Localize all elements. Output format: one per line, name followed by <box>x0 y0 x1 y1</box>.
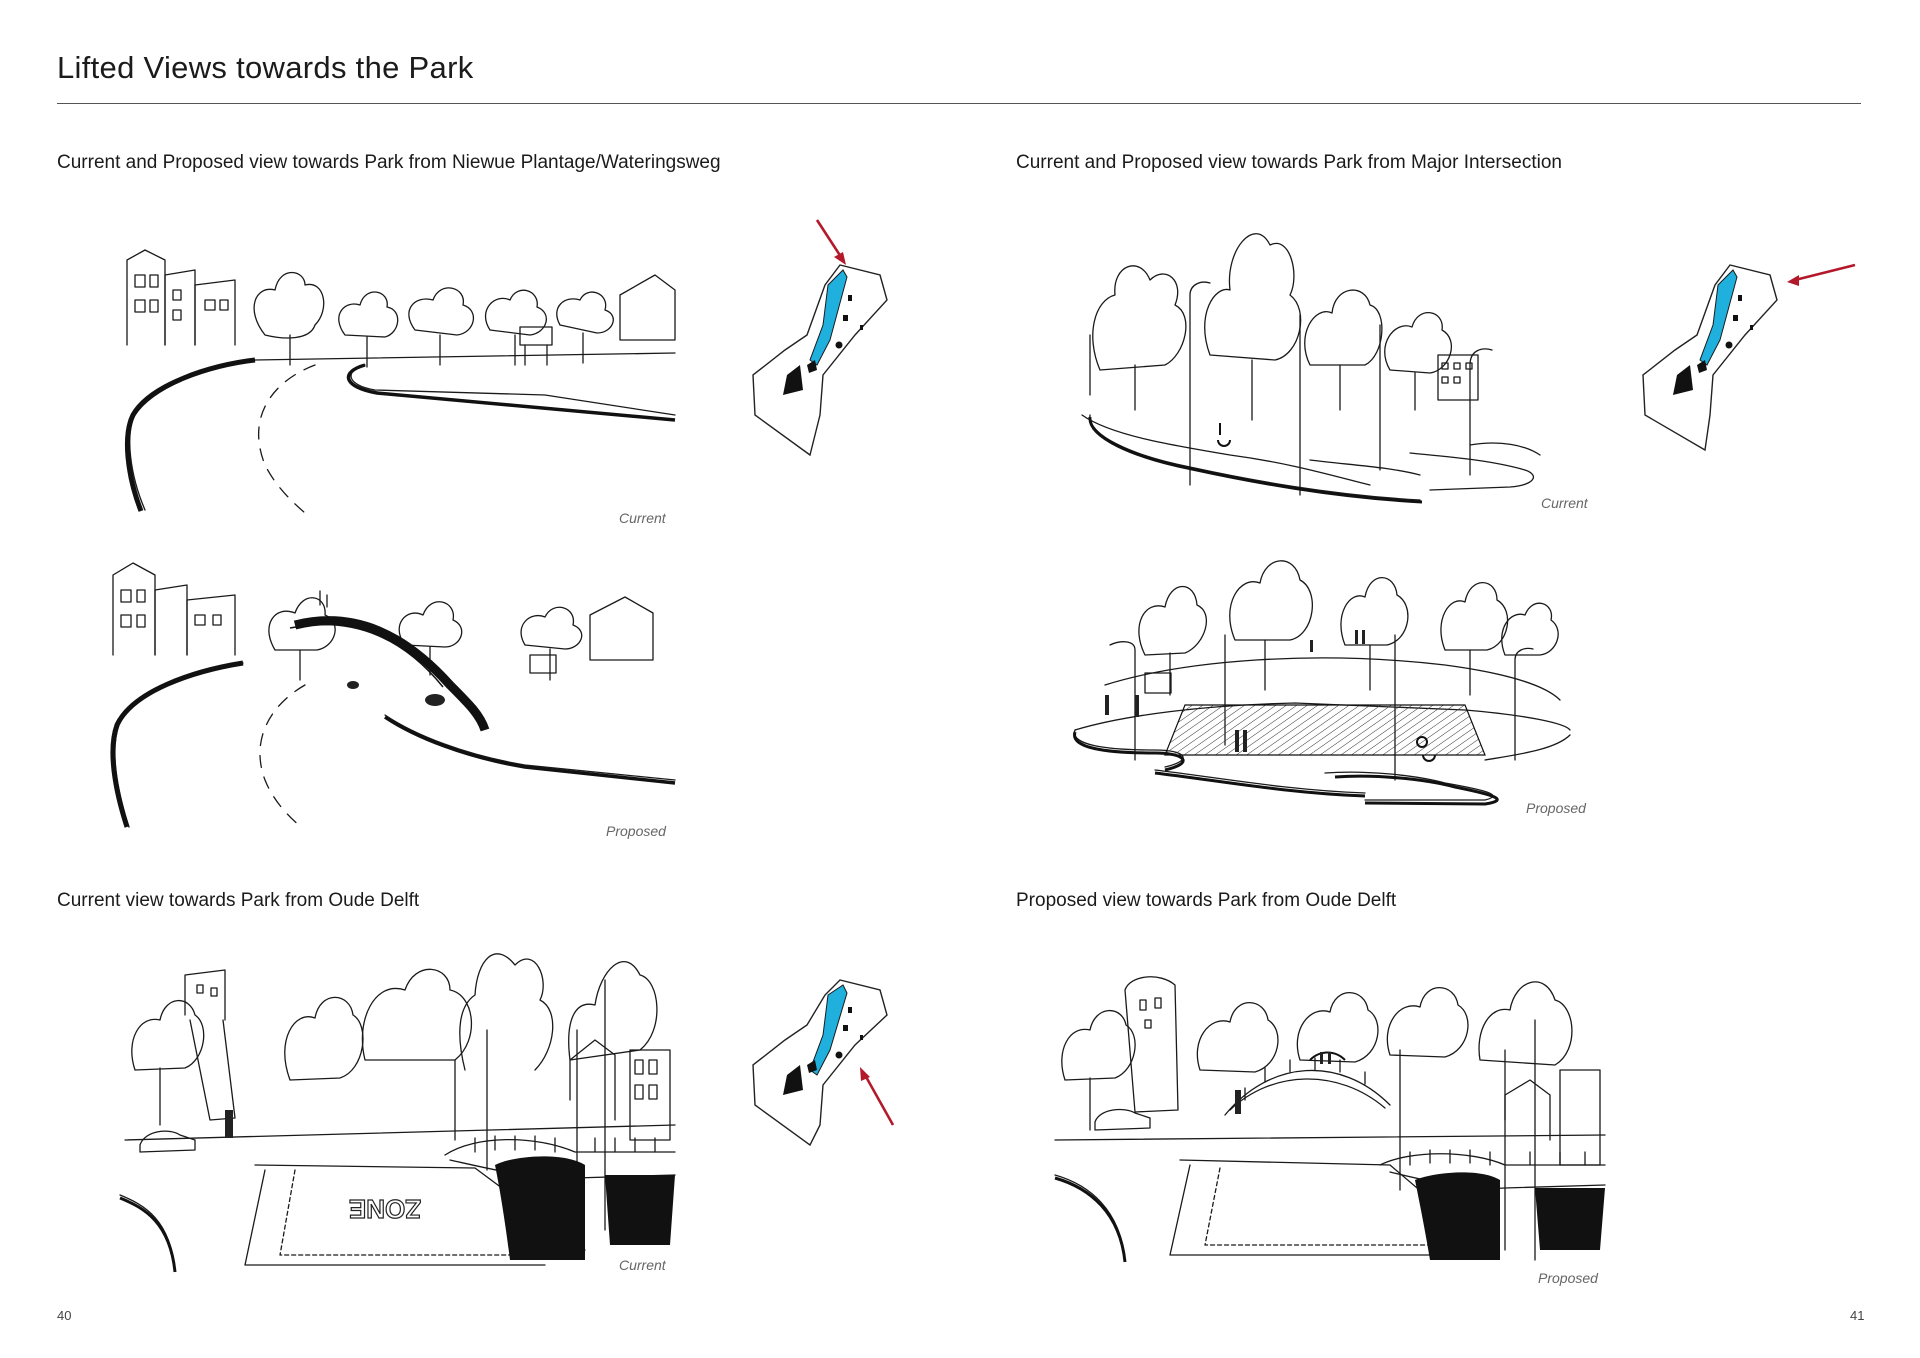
sketch-niewue-current <box>124 249 676 514</box>
caption-oude-delft-proposed: Proposed <box>1538 1270 1598 1286</box>
caption-intersection-proposed: Proposed <box>1526 800 1586 816</box>
sketch-intersection-proposed <box>1073 560 1571 806</box>
page-number-left: 40 <box>57 1308 72 1323</box>
title-rule <box>57 103 1861 104</box>
page-title: Lifted Views towards the Park <box>57 50 474 85</box>
caption-intersection-current: Current <box>1541 495 1588 511</box>
sketch-oude-delft-proposed <box>1054 976 1606 1263</box>
road-marking-zone: ZONE <box>349 1194 421 1224</box>
caption-niewue-current: Current <box>619 510 666 526</box>
sketch-niewue-proposed <box>110 562 676 828</box>
caption-oude-delft-current: Current <box>619 1257 666 1273</box>
section-title-niewue-plantage: Current and Proposed view towards Park f… <box>57 152 721 173</box>
sketch-intersection-current <box>1081 233 1541 504</box>
keymap-niewue <box>752 219 888 457</box>
page-number-right: 41 <box>1850 1308 1865 1323</box>
caption-niewue-proposed: Proposed <box>606 823 666 839</box>
keymap-oude-delft <box>752 979 895 1147</box>
section-title-major-intersection: Current and Proposed view towards Park f… <box>1016 152 1562 173</box>
section-title-oude-delft-current: Current view towards Park from Oude Delf… <box>57 890 420 911</box>
section-title-oude-delft-proposed: Proposed view towards Park from Oude Del… <box>1016 890 1397 911</box>
sketch-oude-delft-current: ZONE <box>119 953 676 1273</box>
keymap-intersection <box>1642 263 1856 452</box>
